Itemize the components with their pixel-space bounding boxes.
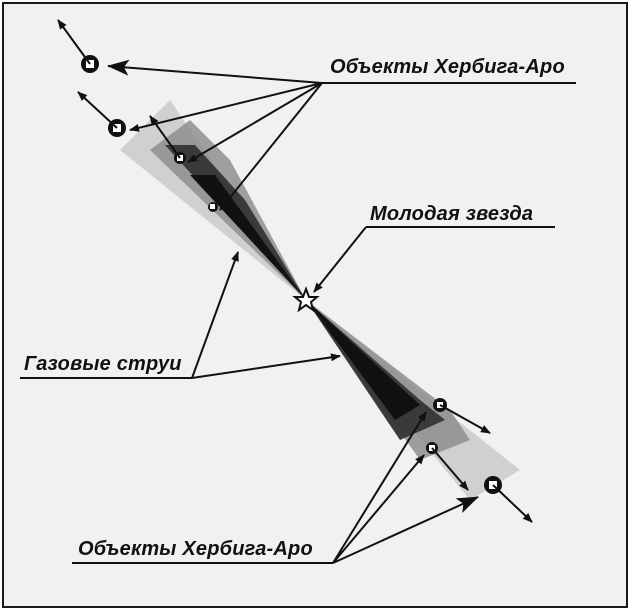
lower-jet [306, 300, 520, 500]
young-star-pointer [313, 226, 367, 293]
hh-top-pointers [107, 59, 323, 211]
label-hh-objects-top: Объекты Хербига-Аро [330, 56, 565, 78]
gas-jets-pointers [191, 251, 341, 379]
label-hh-objects-bottom: Объекты Хербига-Аро [78, 538, 313, 560]
upper-jet [120, 100, 306, 300]
young-star-icon [292, 286, 320, 313]
label-young-star: Молодая звезда [370, 203, 534, 225]
label-underlines [20, 82, 576, 564]
label-gas-jets: Газовые струи [24, 353, 182, 375]
hh-bottom-pointers [332, 411, 479, 564]
